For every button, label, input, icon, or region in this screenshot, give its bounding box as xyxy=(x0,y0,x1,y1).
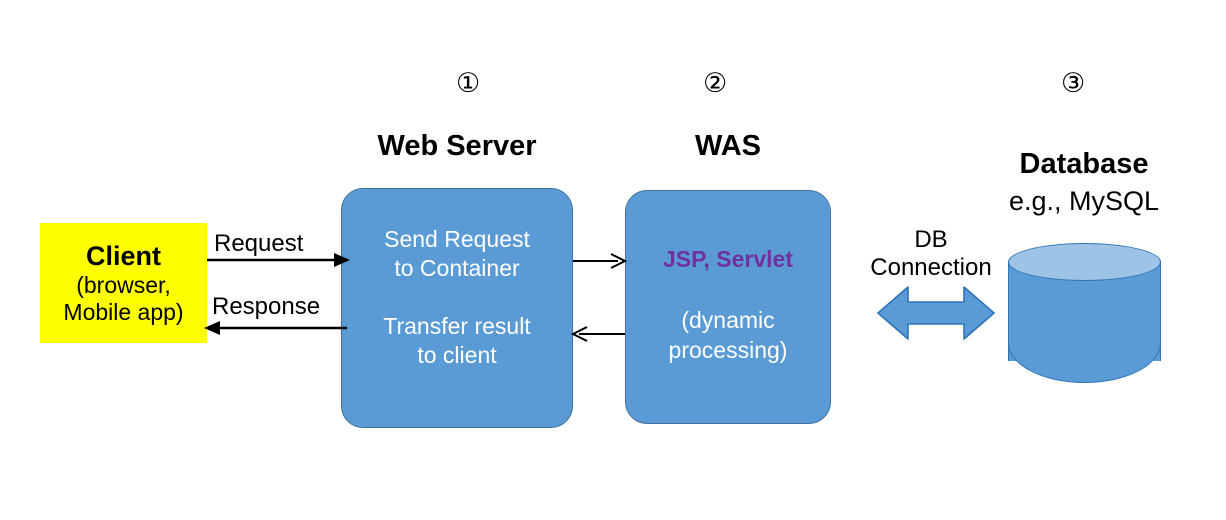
db-connection-line-2: Connection xyxy=(870,254,992,282)
cylinder-top xyxy=(1008,243,1161,281)
step-number-2: ② xyxy=(703,68,728,99)
was-heading: WAS xyxy=(694,129,762,162)
web-server-line-3: Transfer result xyxy=(383,312,531,339)
db-connection-line-1: DB xyxy=(914,226,948,253)
database-subheading: e.g., MySQL xyxy=(1008,185,1160,216)
was-line-1: (dynamic xyxy=(681,307,775,334)
request-arrow xyxy=(207,253,350,267)
db-connection-double-arrow xyxy=(877,286,995,340)
step-number-3: ③ xyxy=(1061,68,1086,99)
was-box[interactable]: JSP, Servlet (dynamic processing) xyxy=(625,190,831,424)
web-server-line-1: Send Request xyxy=(384,226,530,252)
response-arrow xyxy=(204,321,347,335)
web-server-line-4: to client xyxy=(417,342,497,369)
response-arrow-label: Response xyxy=(212,293,321,320)
request-arrow-label: Request xyxy=(214,230,304,257)
web-server-line-2: to Container xyxy=(394,255,520,282)
cylinder-bottom xyxy=(1008,343,1161,383)
client-subtitle-line-1: (browser, xyxy=(76,271,171,298)
web-server-box[interactable]: Send Request to Container Transfer resul… xyxy=(341,188,573,428)
client-box[interactable]: Client (browser, Mobile app) xyxy=(40,223,207,343)
web-server-to-was-arrow xyxy=(573,253,628,269)
step-number-1: ① xyxy=(456,68,481,99)
database-cylinder[interactable] xyxy=(1008,243,1161,384)
client-title: Client xyxy=(85,240,161,271)
was-to-web-server-arrow xyxy=(570,326,625,342)
client-subtitle-line-2: Mobile app) xyxy=(63,298,184,325)
db-connection-label: DB Connection xyxy=(848,226,1014,283)
was-line-2: processing) xyxy=(668,336,788,363)
web-server-heading: Web Server xyxy=(377,129,537,162)
was-accent-label: JSP, Servlet xyxy=(662,246,793,272)
database-heading: Database xyxy=(1019,147,1149,180)
